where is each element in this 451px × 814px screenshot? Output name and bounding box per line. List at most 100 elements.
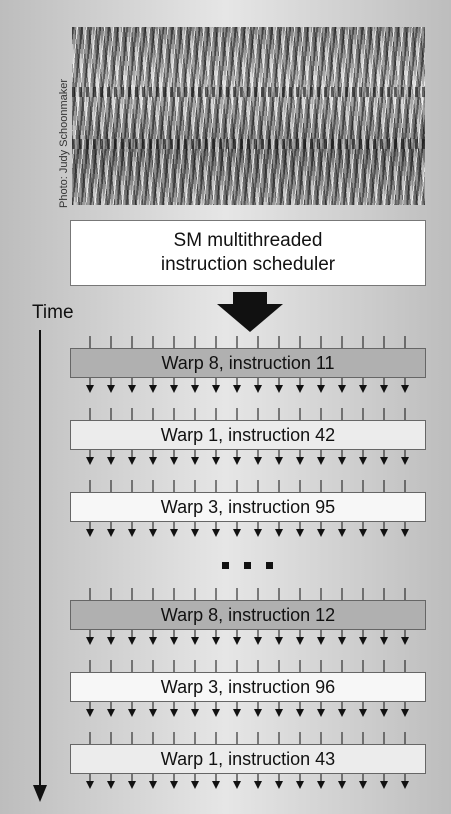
- warp-box: Warp 1, instruction 42: [70, 420, 426, 450]
- lane-arrow-head: [107, 385, 115, 393]
- lane-arrow-head: [149, 709, 157, 717]
- warp-box: Warp 3, instruction 95: [70, 492, 426, 522]
- lane-arrow-head: [107, 637, 115, 645]
- warp-box: Warp 8, instruction 12: [70, 600, 426, 630]
- lane-arrow-head: [107, 457, 115, 465]
- lane-arrow-head: [296, 529, 304, 537]
- scheduler-box: SM multithreaded instruction scheduler: [70, 220, 426, 286]
- lane-ticks: [89, 660, 406, 672]
- lane-arrow-head: [317, 385, 325, 393]
- lane-arrow-head: [149, 457, 157, 465]
- lane-ticks: [89, 336, 406, 348]
- lane-arrow-head: [254, 637, 262, 645]
- lane-arrow-head: [338, 781, 346, 789]
- lane-ticks: [89, 480, 406, 492]
- lane-ticks: [89, 732, 406, 744]
- lane-arrow-head: [86, 781, 94, 789]
- lane-arrow-head: [254, 457, 262, 465]
- lane-arrow-head: [86, 637, 94, 645]
- lane-arrow-head: [233, 529, 241, 537]
- lane-arrow-head: [149, 529, 157, 537]
- lane-arrow-head: [317, 637, 325, 645]
- lane-arrow-head: [401, 529, 409, 537]
- lane-arrow-head: [275, 457, 283, 465]
- lane-arrow-head: [401, 385, 409, 393]
- lane-arrow-head: [401, 637, 409, 645]
- lane-arrow-head: [254, 709, 262, 717]
- ellipsis: [222, 562, 273, 569]
- lane-arrow-head: [212, 529, 220, 537]
- lane-arrow-head: [170, 637, 178, 645]
- lane-ticks: [89, 588, 406, 600]
- lane-arrow-head: [380, 637, 388, 645]
- lane-arrow-head: [317, 781, 325, 789]
- lane-arrow-head: [170, 457, 178, 465]
- lane-arrow-head: [191, 457, 199, 465]
- lane-arrow-head: [170, 385, 178, 393]
- lane-arrow-head: [401, 709, 409, 717]
- lane-arrow-head: [254, 529, 262, 537]
- lane-arrow-head: [191, 385, 199, 393]
- lane-arrow-head: [128, 709, 136, 717]
- time-label: Time: [32, 302, 74, 323]
- lane-arrow-head: [128, 637, 136, 645]
- lane-arrow-head: [359, 385, 367, 393]
- lane-arrow-head: [191, 781, 199, 789]
- warp-box: Warp 8, instruction 11: [70, 348, 426, 378]
- lane-arrow-head: [380, 709, 388, 717]
- lane-arrow-head: [296, 781, 304, 789]
- lane-arrow-head: [107, 529, 115, 537]
- lane-arrow-head: [149, 385, 157, 393]
- lane-arrow-head: [380, 457, 388, 465]
- lane-arrow-head: [296, 709, 304, 717]
- lane-arrow-head: [86, 529, 94, 537]
- lane-arrow-head: [359, 457, 367, 465]
- lane-arrow-head: [212, 781, 220, 789]
- lane-arrow-head: [338, 709, 346, 717]
- lane-arrow-head: [128, 385, 136, 393]
- lane-arrow-head: [212, 385, 220, 393]
- lane-arrow-head: [128, 457, 136, 465]
- lane-arrow-head: [212, 457, 220, 465]
- warp-label: Warp 8, instruction 12: [160, 604, 336, 625]
- lane-arrow-head: [86, 709, 94, 717]
- lane-arrow-head: [191, 529, 199, 537]
- warp-label: Warp 1, instruction 42: [160, 424, 336, 445]
- lane-arrow-head: [233, 457, 241, 465]
- lane-arrow-head: [380, 529, 388, 537]
- lane-arrow-head: [212, 709, 220, 717]
- lane-arrow-head: [275, 781, 283, 789]
- lane-arrow-head: [317, 529, 325, 537]
- lane-arrow-head: [233, 781, 241, 789]
- lane-arrow-head: [401, 781, 409, 789]
- lane-arrow-head: [296, 457, 304, 465]
- lane-arrow-head: [86, 385, 94, 393]
- lane-arrow-head: [233, 385, 241, 393]
- lane-arrow-head: [254, 385, 262, 393]
- lane-arrow-head: [170, 529, 178, 537]
- lane-arrow-head: [275, 529, 283, 537]
- lane-arrow-head: [149, 781, 157, 789]
- warp-label: Warp 3, instruction 96: [160, 676, 336, 697]
- lane-arrow-head: [191, 637, 199, 645]
- lane-arrow-head: [254, 781, 262, 789]
- lane-arrow-head: [296, 385, 304, 393]
- lane-arrows: [86, 630, 409, 645]
- lane-arrow-head: [128, 781, 136, 789]
- lane-arrow-head: [359, 709, 367, 717]
- lane-arrow-head: [128, 529, 136, 537]
- down-arrow-icon: [217, 292, 283, 332]
- lane-arrow-head: [107, 781, 115, 789]
- lane-arrow-head: [233, 637, 241, 645]
- lane-arrows: [86, 702, 409, 717]
- loom-photo: [72, 27, 425, 205]
- lane-arrows: [86, 378, 409, 393]
- lane-arrow-head: [338, 637, 346, 645]
- lane-arrow-head: [317, 457, 325, 465]
- warp-box: Warp 3, instruction 96: [70, 672, 426, 702]
- warp-label: Warp 3, instruction 95: [160, 496, 336, 517]
- lane-arrow-head: [275, 709, 283, 717]
- lane-arrow-head: [401, 457, 409, 465]
- lane-arrows: [86, 522, 409, 537]
- lane-ticks: [89, 408, 406, 420]
